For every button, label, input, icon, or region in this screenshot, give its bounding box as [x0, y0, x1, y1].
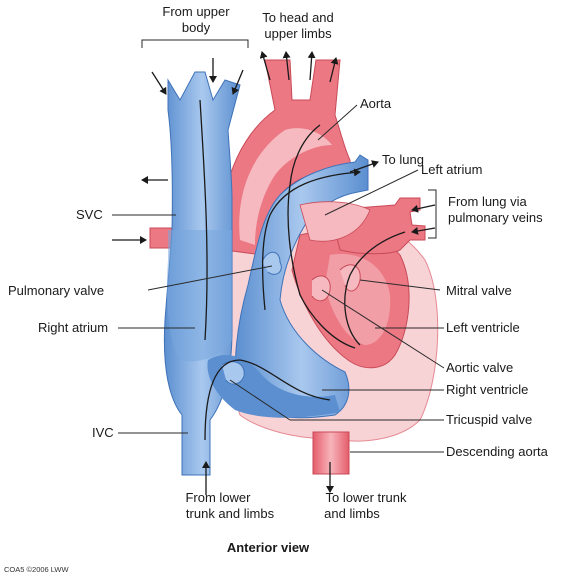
label-to-head-1: To head and — [262, 10, 334, 25]
label-left-atrium: Left atrium — [421, 162, 482, 177]
label-from-lower-1: From lower — [185, 490, 251, 505]
label-right-ventricle: Right ventricle — [446, 382, 528, 397]
label-to-lower-2: and limbs — [324, 506, 380, 521]
label-svc: SVC — [76, 207, 103, 222]
label-ivc: IVC — [92, 425, 114, 440]
label-descending-aorta: Descending aorta — [446, 444, 549, 459]
label-from-upper-body-2: body — [182, 20, 211, 35]
label-to-lung: To lung — [382, 152, 424, 167]
right-atrium — [166, 230, 232, 362]
caption-anterior-view: Anterior view — [227, 540, 310, 555]
label-mitral-valve: Mitral valve — [446, 283, 512, 298]
label-to-lower-1: To lower trunk — [326, 490, 407, 505]
left-atrium — [299, 201, 371, 242]
label-left-ventricle: Left ventricle — [446, 320, 520, 335]
pulmonary-valve-shape — [261, 251, 282, 275]
label-from-lung-1: From lung via — [448, 194, 528, 209]
label-aortic-valve: Aortic valve — [446, 360, 513, 375]
descending-aorta — [312, 431, 350, 475]
label-to-head-2: upper limbs — [264, 26, 332, 41]
label-aorta: Aorta — [360, 96, 392, 111]
label-right-atrium: Right atrium — [38, 320, 108, 335]
label-from-lower-2: trunk and limbs — [186, 506, 275, 521]
credit-text: COA5 ©2006 LWW — [4, 565, 69, 574]
label-tricuspid-valve: Tricuspid valve — [446, 412, 532, 427]
label-from-upper-body-1: From upper — [162, 4, 230, 19]
label-from-lung-2: pulmonary veins — [448, 210, 543, 225]
label-pulmonary-valve: Pulmonary valve — [8, 283, 104, 298]
aortic-valve-shape — [311, 275, 331, 302]
